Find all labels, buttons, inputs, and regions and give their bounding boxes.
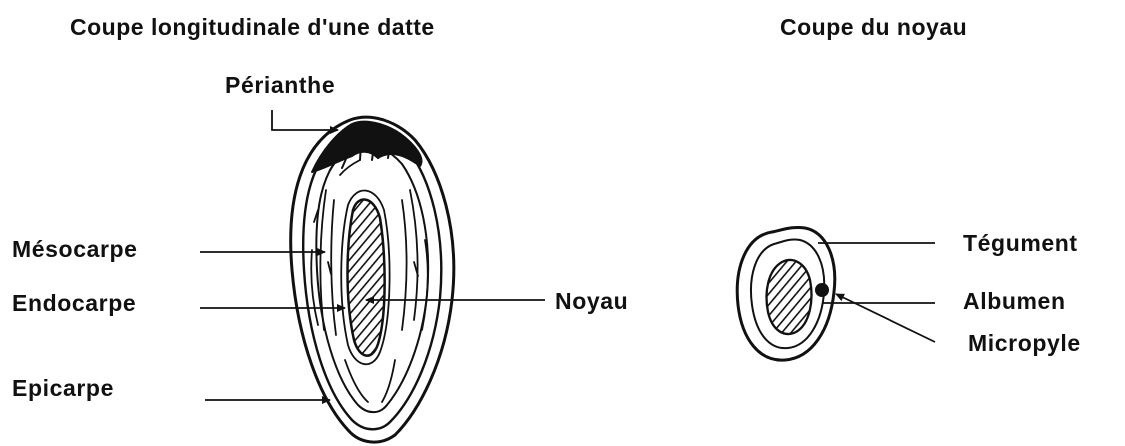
label-endocarpe: Endocarpe: [12, 290, 136, 317]
perianthe-leader: [272, 110, 338, 130]
micropyle-dot: [815, 283, 829, 297]
seed-albumen-core: [767, 260, 812, 334]
label-perianthe: Périanthe: [225, 72, 335, 99]
date-seed: [348, 200, 385, 356]
label-micropyle: Micropyle: [968, 330, 1081, 357]
label-mesocarpe: Mésocarpe: [12, 236, 138, 263]
label-albumen: Albumen: [963, 288, 1066, 315]
label-noyau: Noyau: [555, 288, 628, 315]
label-tegument: Tégument: [963, 230, 1078, 257]
label-epicarpe: Epicarpe: [12, 375, 114, 402]
micropyle-leader: [836, 294, 935, 342]
seed-leaders: [818, 243, 935, 342]
